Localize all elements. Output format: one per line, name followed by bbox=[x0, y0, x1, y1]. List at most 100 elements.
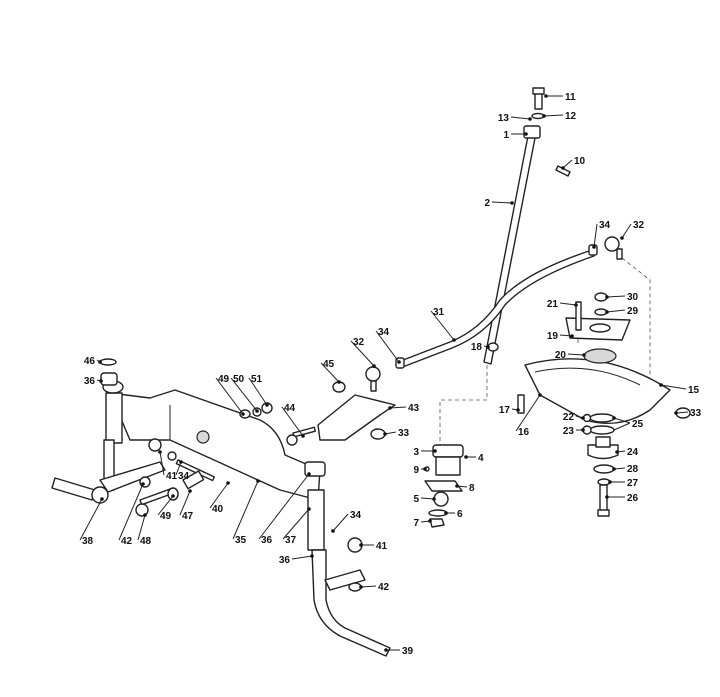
leader-dot bbox=[141, 482, 145, 486]
callout-label: 39 bbox=[402, 646, 414, 657]
leader-dot bbox=[510, 201, 514, 205]
leader-dot bbox=[388, 406, 392, 410]
callout-part-23: 23 bbox=[563, 426, 585, 437]
leader-dot bbox=[372, 364, 376, 368]
callout-label: 24 bbox=[627, 447, 639, 458]
callout-label: 25 bbox=[632, 419, 644, 430]
callout-label: 11 bbox=[565, 92, 576, 103]
leader-line bbox=[613, 417, 631, 424]
callout-label: 20 bbox=[555, 350, 567, 361]
callout-part-3: 3 bbox=[413, 447, 437, 458]
callout-label: 34 bbox=[178, 471, 190, 482]
callout-part-6: 6 bbox=[444, 509, 463, 520]
callout-part-50: 50 bbox=[230, 374, 259, 413]
callout-label: 33 bbox=[398, 428, 410, 439]
leader-dot bbox=[538, 393, 542, 397]
leader-dot bbox=[171, 494, 175, 498]
leader-dot bbox=[452, 338, 456, 342]
leader-dot bbox=[605, 310, 609, 314]
callout-label: 27 bbox=[627, 478, 639, 489]
leader-dot bbox=[612, 416, 616, 420]
callout-label: 36 bbox=[261, 535, 273, 546]
callout-label: 28 bbox=[627, 464, 639, 475]
callout-label: 19 bbox=[547, 331, 559, 342]
leader-dot bbox=[581, 428, 585, 432]
leader-dot bbox=[359, 585, 363, 589]
leader-line bbox=[157, 495, 174, 516]
leader-line bbox=[179, 490, 191, 516]
callout-part-38: 38 bbox=[79, 497, 104, 547]
leader-dot bbox=[301, 434, 305, 438]
leader-line bbox=[567, 353, 585, 356]
callout-label: 44 bbox=[284, 403, 296, 414]
callout-part-19: 19 bbox=[547, 331, 574, 342]
callout-label: 2 bbox=[484, 198, 490, 209]
leader-line bbox=[230, 377, 258, 412]
leader-dot bbox=[581, 416, 585, 420]
callout-label: 33 bbox=[690, 408, 702, 419]
callout-label: 12 bbox=[565, 111, 577, 122]
callout-label: 34 bbox=[599, 220, 611, 231]
leader-dot bbox=[265, 403, 269, 407]
leader-dot bbox=[143, 513, 147, 517]
callout-part-34: 34 bbox=[592, 220, 611, 249]
callout-part-51: 51 bbox=[248, 374, 269, 407]
callout-part-8: 8 bbox=[455, 483, 475, 494]
callout-part-18: 18 bbox=[471, 342, 490, 353]
callout-part-17: 17 bbox=[499, 405, 520, 416]
callout-label: 38 bbox=[82, 536, 94, 547]
leader-dot bbox=[615, 450, 619, 454]
leader-line bbox=[282, 508, 310, 540]
leader-line bbox=[137, 514, 146, 541]
callout-label: 41 bbox=[166, 471, 178, 482]
leader-dot bbox=[592, 245, 596, 249]
callout-part-21: 21 bbox=[547, 299, 578, 310]
leader-dot bbox=[612, 467, 616, 471]
leader-dot bbox=[256, 479, 260, 483]
callout-label: 23 bbox=[563, 426, 575, 437]
leader-line bbox=[375, 330, 400, 363]
callout-label: 22 bbox=[563, 412, 575, 423]
callout-part-22: 22 bbox=[563, 412, 585, 423]
callout-part-9: 9 bbox=[413, 465, 427, 476]
callout-part-20: 20 bbox=[555, 350, 586, 361]
leader-dot bbox=[100, 497, 104, 501]
callout-label: 29 bbox=[627, 306, 639, 317]
callout-part-28: 28 bbox=[612, 464, 639, 475]
callout-part-30: 30 bbox=[605, 292, 639, 303]
callout-part-26: 26 bbox=[605, 493, 639, 504]
callout-label: 34 bbox=[350, 510, 362, 521]
leader-dot bbox=[397, 360, 401, 364]
leader-dot bbox=[528, 117, 532, 121]
leader-dot bbox=[188, 489, 192, 493]
callout-label: 8 bbox=[469, 483, 475, 494]
leader-dot bbox=[544, 94, 548, 98]
callout-part-32: 32 bbox=[350, 337, 376, 368]
leader-line bbox=[613, 467, 626, 470]
leader-line bbox=[613, 422, 631, 431]
leader-line bbox=[159, 451, 165, 476]
callout-part-41: 41 bbox=[158, 450, 178, 482]
callout-label: 42 bbox=[121, 536, 133, 547]
leader-dot bbox=[542, 114, 546, 118]
callout-label: 13 bbox=[498, 113, 510, 124]
callout-part-35: 35 bbox=[232, 479, 260, 546]
leader-dot bbox=[307, 472, 311, 476]
leader-dot bbox=[423, 467, 427, 471]
leader-dot bbox=[608, 480, 612, 484]
leader-dot bbox=[582, 353, 586, 357]
leader-line bbox=[559, 334, 573, 337]
callout-label: 10 bbox=[574, 156, 586, 167]
callout-part-48: 48 bbox=[137, 513, 152, 547]
callout-part-4: 4 bbox=[464, 453, 484, 464]
leader-dot bbox=[455, 484, 459, 488]
leader-dot bbox=[444, 511, 448, 515]
callout-part-1: 1 bbox=[503, 130, 528, 141]
leader-line bbox=[350, 340, 375, 367]
callout-part-34: 34 bbox=[175, 460, 190, 482]
leader-line bbox=[248, 377, 268, 406]
callout-part-45: 45 bbox=[320, 359, 341, 384]
leader-line bbox=[515, 394, 541, 432]
leader-dot bbox=[241, 412, 245, 416]
callout-label: 21 bbox=[547, 299, 559, 310]
